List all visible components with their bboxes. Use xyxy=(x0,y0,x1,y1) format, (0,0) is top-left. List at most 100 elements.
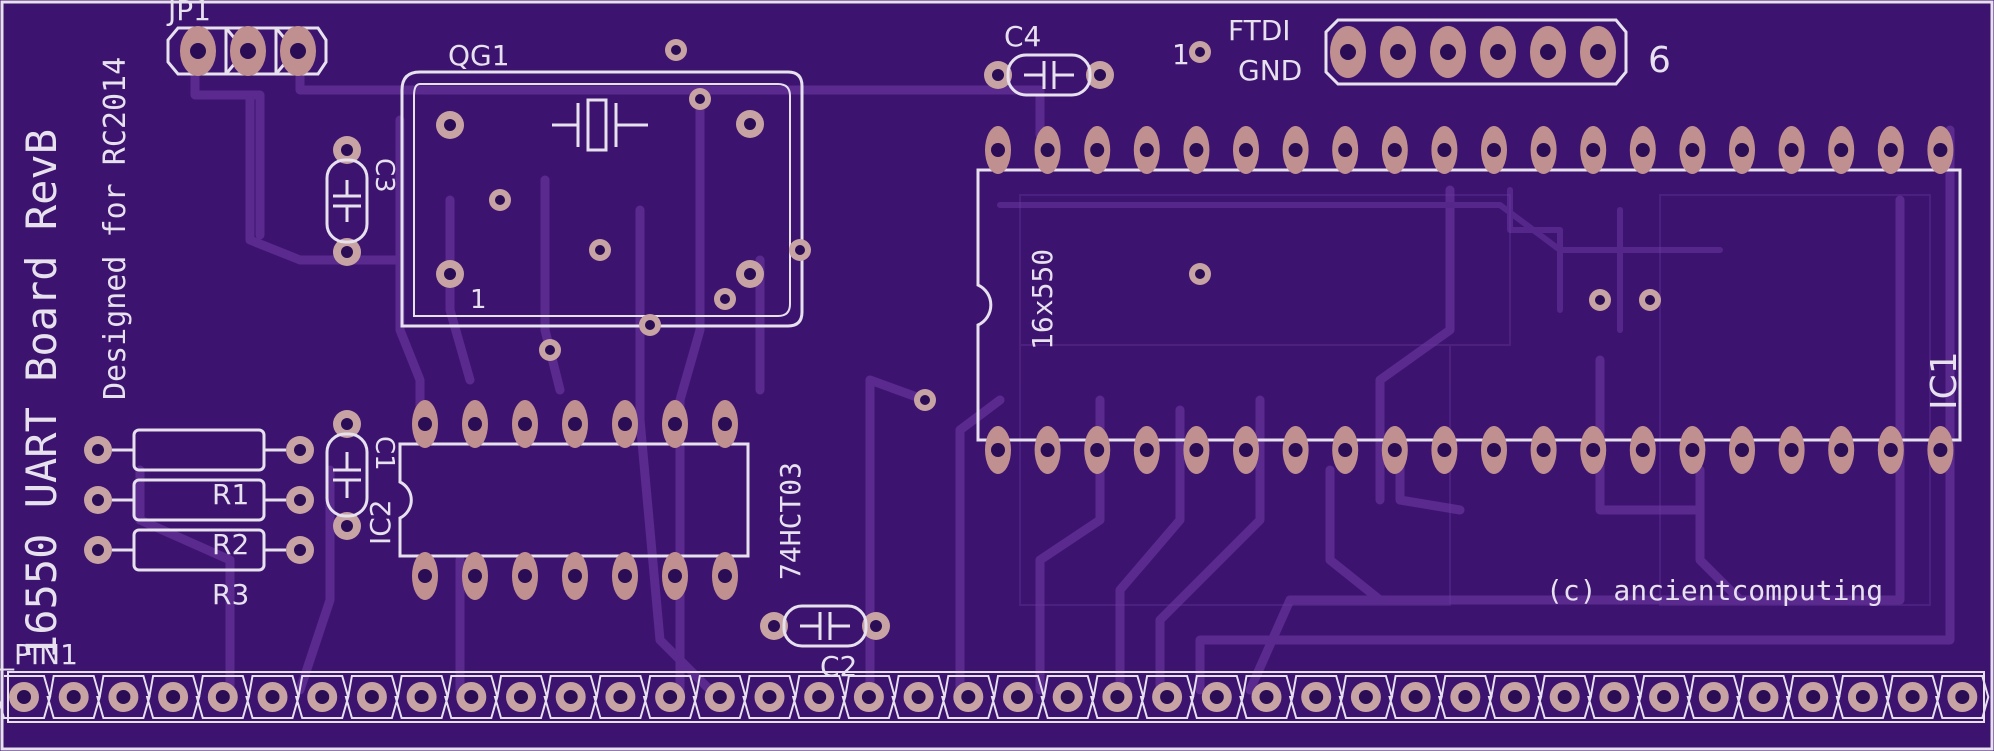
ic1-pad xyxy=(1481,126,1507,174)
bus-header-pad xyxy=(1350,682,1381,712)
c1-capacitor[interactable]: C1 xyxy=(325,410,399,540)
ic1-pad xyxy=(1233,126,1259,174)
ic2-chip[interactable]: IC2 74HCT03 xyxy=(364,442,807,580)
r2-resistor[interactable]: R2 xyxy=(84,478,314,561)
ic1-pad xyxy=(1679,426,1706,474)
bus-header-pad xyxy=(9,682,39,712)
r3-resistor[interactable]: R3 xyxy=(84,528,314,611)
ic1-chip[interactable]: 16x550 IC1 xyxy=(976,168,1965,442)
crystal-symbol-icon xyxy=(552,98,648,152)
ftdi-pad xyxy=(1380,26,1416,78)
ic2-value: 74HCT03 xyxy=(774,462,807,580)
c3-capacitor[interactable]: C3 xyxy=(325,136,399,266)
bus-header-pad xyxy=(1897,682,1928,712)
ic1-pad xyxy=(1927,426,1954,474)
r1-resistor[interactable]: R1 xyxy=(84,428,314,511)
ic2-pads xyxy=(412,400,738,600)
ic1-pads xyxy=(985,126,1954,474)
ftdi-gnd-label: GND xyxy=(1238,54,1302,87)
ic1-pad xyxy=(1580,126,1607,174)
bus-header-pad xyxy=(655,682,686,712)
capacitor-symbol-icon xyxy=(333,452,361,498)
ic1-value: 16x550 xyxy=(1026,249,1059,350)
ic1-pad xyxy=(1778,426,1805,474)
bus-header-pad xyxy=(1549,682,1580,712)
ftdi-pad xyxy=(1330,26,1366,78)
qg1-label: QG1 xyxy=(448,39,510,72)
ic2-pad xyxy=(712,400,738,448)
bus-header-pad xyxy=(1201,682,1232,712)
ic1-pad xyxy=(985,126,1011,174)
qg1-oscillator[interactable]: QG1 1 xyxy=(400,39,804,328)
ic1-pad xyxy=(1431,426,1458,474)
bus-header-pad xyxy=(1748,682,1779,712)
bus-header-pad xyxy=(555,682,586,712)
ic1-pad xyxy=(1282,426,1309,474)
ftdi-label: FTDI xyxy=(1228,14,1291,47)
bus-header-pad xyxy=(1251,682,1282,712)
ic1-pad xyxy=(1927,126,1954,174)
r1-label: R1 xyxy=(212,478,249,511)
ftdi-pad xyxy=(1480,26,1516,78)
c2-label: C2 xyxy=(820,650,857,683)
capacitor-symbol-icon xyxy=(800,612,850,640)
ic1-pad xyxy=(1183,426,1210,474)
ftdi-pad xyxy=(1430,26,1466,78)
ic2-pad xyxy=(412,552,438,600)
bus-header-pad xyxy=(356,682,387,712)
ic2-pad xyxy=(612,400,638,448)
ftdi-pad xyxy=(1580,26,1616,78)
vias xyxy=(489,39,1661,411)
c4-label: C4 xyxy=(1004,20,1041,53)
bus-header-pad xyxy=(1301,682,1332,712)
bus-header-pad xyxy=(307,682,338,712)
bus-header-pads xyxy=(0,675,1990,719)
board-title: 16550 UART Board RevB xyxy=(17,129,66,660)
copper-grid-zone xyxy=(1019,194,1931,606)
bus-header-pad xyxy=(108,682,139,712)
c4-capacitor[interactable]: C4 xyxy=(984,20,1114,97)
copyright-text: (c) ancientcomputing xyxy=(1546,574,1883,607)
ic1-pad xyxy=(1629,126,1656,174)
ic1-pad xyxy=(1183,126,1210,174)
bus-header-pad xyxy=(903,682,934,712)
ic1-pad xyxy=(1034,426,1061,474)
c2-capacitor[interactable]: C2 xyxy=(760,604,890,683)
bus-header-pad xyxy=(58,682,89,712)
ic2-pad xyxy=(412,400,438,448)
ic1-pad xyxy=(1877,426,1904,474)
ic2-pad xyxy=(662,400,688,448)
ic1-pad xyxy=(1133,426,1160,474)
ftdi-header[interactable]: 1 FTDI GND 6 xyxy=(1172,14,1671,87)
ic1-pad xyxy=(985,426,1011,474)
ic2-pad xyxy=(512,552,538,600)
ftdi-pads xyxy=(1330,26,1616,78)
ic1-pad xyxy=(1729,426,1755,474)
ic1-pad xyxy=(1530,126,1557,174)
bottom-header-outline xyxy=(7,671,1985,723)
capacitor-symbol-icon xyxy=(1024,61,1074,89)
ic1-pad xyxy=(1332,426,1359,474)
bus-header-pad xyxy=(1152,682,1183,712)
bus-header-pad xyxy=(605,682,636,712)
ic1-pad xyxy=(1084,126,1111,174)
ic2-label: IC2 xyxy=(364,499,397,545)
ic2-pad xyxy=(562,400,588,448)
ic2-pad xyxy=(712,552,738,600)
bus-header-pad xyxy=(207,682,238,712)
c3-label: C3 xyxy=(369,158,399,193)
bus-header-pad xyxy=(1698,682,1729,712)
bus-header-pad xyxy=(754,682,785,712)
ic2-pad xyxy=(662,552,688,600)
jp1-label: JP1 xyxy=(166,0,211,27)
r3-label: R3 xyxy=(212,578,249,611)
ic1-pad xyxy=(1679,126,1706,174)
ic1-pad xyxy=(1530,426,1557,474)
jp1-header[interactable]: JP1 xyxy=(166,0,328,76)
bus-header-pad xyxy=(1500,682,1530,712)
bus-header-pad xyxy=(853,682,884,712)
ic1-pad xyxy=(1580,426,1607,474)
bus-header-pad xyxy=(804,682,835,712)
ic1-pad xyxy=(1481,426,1507,474)
